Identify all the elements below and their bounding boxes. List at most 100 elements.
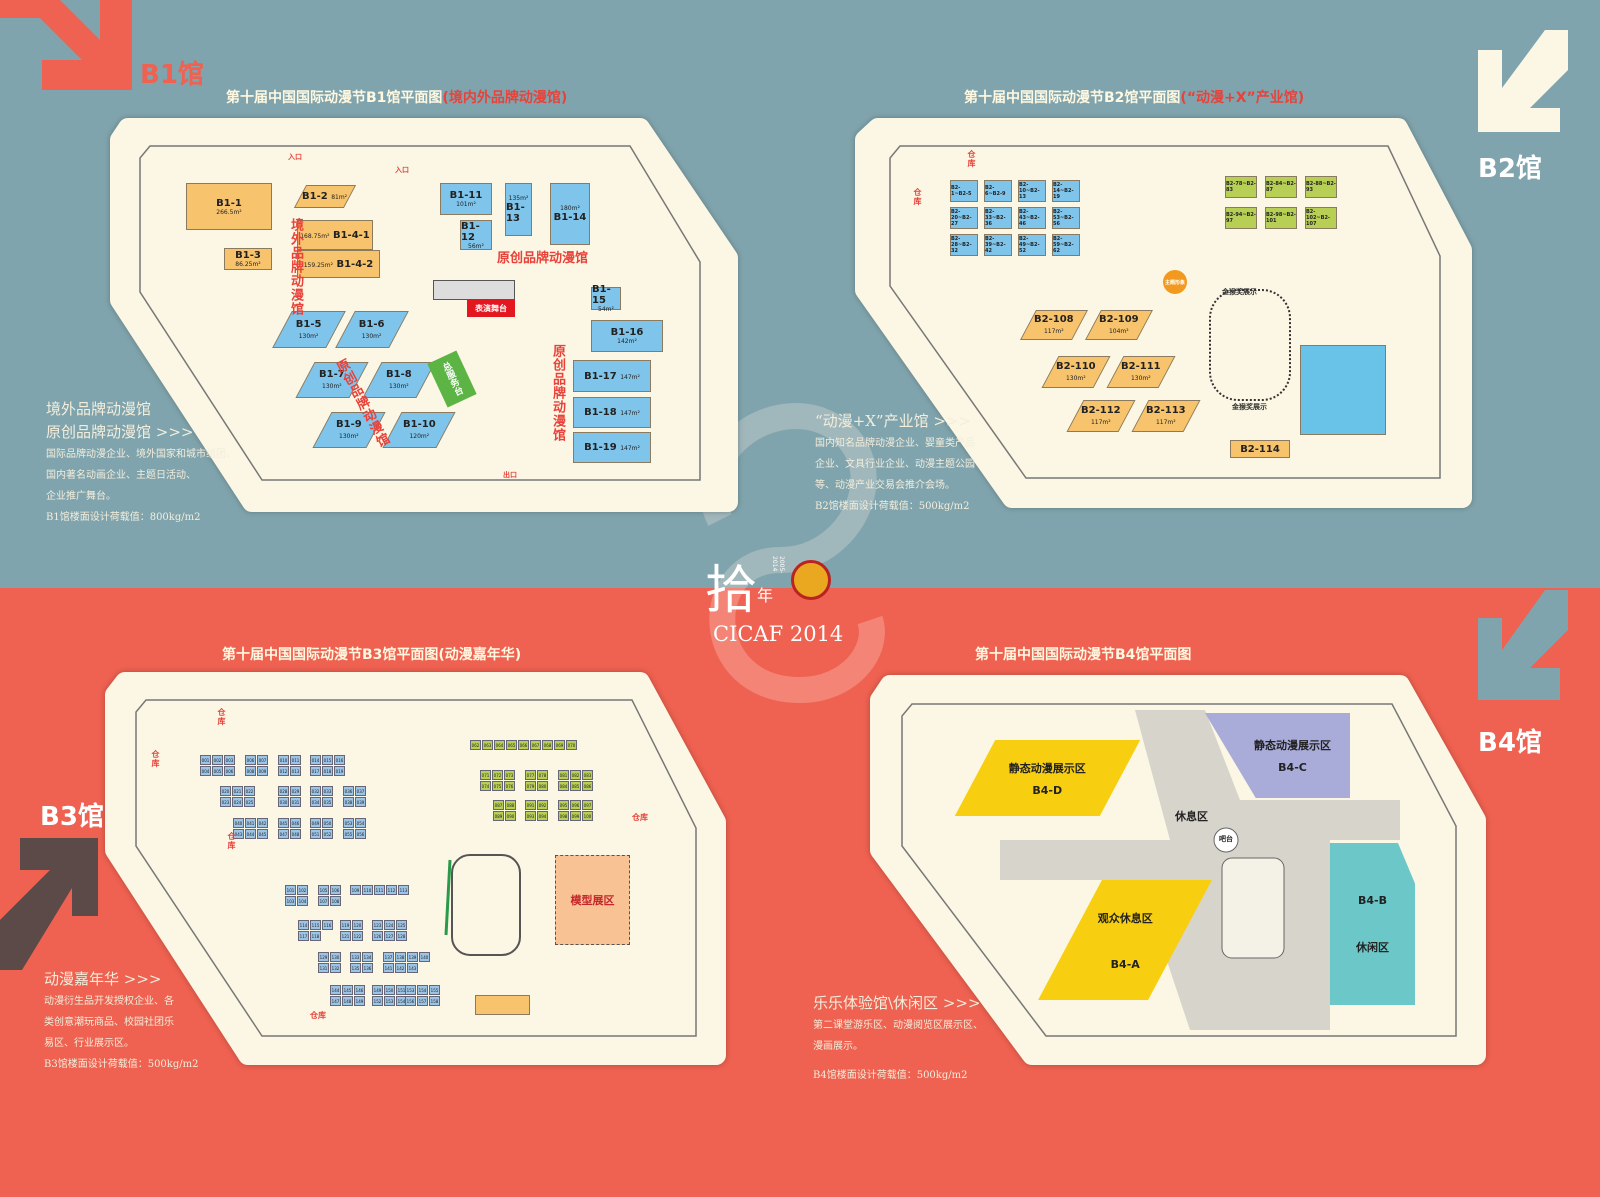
booth[interactable]: 111 — [374, 885, 385, 895]
booth[interactable]: 041 — [245, 818, 256, 828]
booth[interactable]: B2-59~B2-62 — [1052, 234, 1080, 256]
booth[interactable]: 018 — [322, 766, 333, 776]
booth[interactable]: B2-78~B2-83 — [1225, 176, 1257, 198]
booth[interactable]: 086 — [582, 781, 593, 791]
booth[interactable]: 133 — [350, 952, 361, 962]
booth[interactable]: 056 — [355, 829, 366, 839]
booth[interactable]: 129 — [318, 952, 329, 962]
booth[interactable]: 005 — [212, 766, 223, 776]
booth[interactable]: 021 — [232, 786, 243, 796]
booth[interactable]: 105 — [318, 885, 329, 895]
booth[interactable]: 015 — [322, 755, 333, 765]
booth[interactable]: 052 — [322, 829, 333, 839]
booth[interactable]: B2-10~B2-13 — [1018, 180, 1046, 202]
booth[interactable]: 128 — [396, 931, 407, 941]
booth[interactable]: 127 — [384, 931, 395, 941]
model-zone[interactable]: 模型展区 — [555, 855, 630, 945]
booth[interactable]: 135 — [350, 963, 361, 973]
booth[interactable]: 120 — [352, 920, 363, 930]
booth[interactable]: 071 — [480, 770, 491, 780]
booth[interactable]: B2-39~B2-42 — [984, 234, 1012, 256]
booth[interactable]: 081 — [558, 770, 569, 780]
booth[interactable]: 085 — [570, 781, 581, 791]
booth[interactable]: B2-28~B2-32 — [950, 234, 978, 256]
booth[interactable]: 110 — [362, 885, 373, 895]
booth[interactable]: 136 — [362, 963, 373, 973]
booth[interactable]: 097 — [582, 800, 593, 810]
booth[interactable]: 012 — [278, 766, 289, 776]
booth[interactable]: 126 — [372, 931, 383, 941]
booth[interactable]: 038 — [343, 797, 354, 807]
booth[interactable]: 016 — [334, 755, 345, 765]
booth[interactable]: 073 — [504, 770, 515, 780]
booth[interactable]: 054 — [355, 818, 366, 828]
booth[interactable]: 065 — [506, 740, 517, 750]
booth[interactable]: 112 — [386, 885, 397, 895]
booth[interactable]: 008 — [245, 766, 256, 776]
booth[interactable]: 141 — [383, 963, 394, 973]
booth[interactable]: 158 — [429, 996, 440, 1006]
booth[interactable]: B2-1~B2-5 — [950, 180, 978, 202]
booth[interactable]: B2-98~B2-101 — [1265, 207, 1297, 229]
theme-image[interactable]: 主题形象 — [1163, 270, 1187, 294]
booth[interactable]: 098 — [558, 811, 569, 821]
booth[interactable]: 114 — [298, 920, 309, 930]
booth[interactable]: B2-14~B2-19 — [1052, 180, 1080, 202]
booth[interactable]: 020 — [220, 786, 231, 796]
booth[interactable]: 089 — [493, 811, 504, 821]
booth[interactable]: 168.75m² B1-4-1 — [297, 220, 373, 250]
booth[interactable]: 100 — [582, 811, 593, 821]
booth[interactable]: B2-49~B2-52 — [1018, 234, 1046, 256]
booth[interactable]: 037 — [355, 786, 366, 796]
booth[interactable]: 004 — [200, 766, 211, 776]
booth[interactable]: B2-94~B2-97 — [1225, 207, 1257, 229]
booth[interactable]: 014 — [310, 755, 321, 765]
booth[interactable]: 011 — [290, 755, 301, 765]
booth[interactable]: 131 — [318, 963, 329, 973]
booth[interactable]: 155 — [429, 985, 440, 995]
booth[interactable]: 045 — [257, 829, 268, 839]
booth[interactable]: 066 — [518, 740, 529, 750]
booth[interactable]: 078 — [537, 770, 548, 780]
booth[interactable]: 067 — [530, 740, 541, 750]
booth[interactable]: 153 — [405, 985, 416, 995]
booth[interactable]: 039 — [355, 797, 366, 807]
booth[interactable]: 102 — [297, 885, 308, 895]
booth[interactable]: 142 — [395, 963, 406, 973]
booth[interactable]: B2-84~B2-87 — [1265, 176, 1297, 198]
booth[interactable]: 048 — [290, 829, 301, 839]
booth[interactable]: 113 — [398, 885, 409, 895]
booth[interactable]: 146 — [354, 985, 365, 995]
booth[interactable]: 074 — [480, 781, 491, 791]
booth[interactable]: 107 — [318, 896, 329, 906]
booth[interactable]: 075 — [492, 781, 503, 791]
booth[interactable]: 124 — [384, 920, 395, 930]
booth[interactable]: 152 — [372, 996, 383, 1006]
booth[interactable]: 013 — [290, 766, 301, 776]
booth[interactable]: 043 — [233, 829, 244, 839]
booth[interactable]: 137 — [383, 952, 394, 962]
booth[interactable]: 123 — [372, 920, 383, 930]
booth[interactable]: 099 — [570, 811, 581, 821]
booth[interactable]: 010 — [278, 755, 289, 765]
booth[interactable]: 001 — [200, 755, 211, 765]
booth[interactable]: B2-114 — [1230, 440, 1290, 458]
booth[interactable]: 140 — [419, 952, 430, 962]
booth[interactable]: 064 — [494, 740, 505, 750]
booth[interactable]: 030 — [278, 797, 289, 807]
booth[interactable]: 049 — [310, 818, 321, 828]
booth[interactable]: 092 — [537, 800, 548, 810]
booth[interactable]: 087 — [493, 800, 504, 810]
booth[interactable]: 119 — [340, 920, 351, 930]
booth[interactable]: 122 — [352, 931, 363, 941]
booth[interactable]: 118 — [310, 931, 321, 941]
booth[interactable]: 035 — [322, 797, 333, 807]
booth[interactable]: 147 — [330, 996, 341, 1006]
booth[interactable]: B2-43~B2-46 — [1018, 207, 1046, 229]
booth[interactable]: 121 — [340, 931, 351, 941]
booth[interactable]: 025 — [244, 797, 255, 807]
booth[interactable]: 079 — [525, 781, 536, 791]
booth[interactable]: 044 — [245, 829, 256, 839]
booth[interactable]: B2-20~B2-27 — [950, 207, 978, 229]
